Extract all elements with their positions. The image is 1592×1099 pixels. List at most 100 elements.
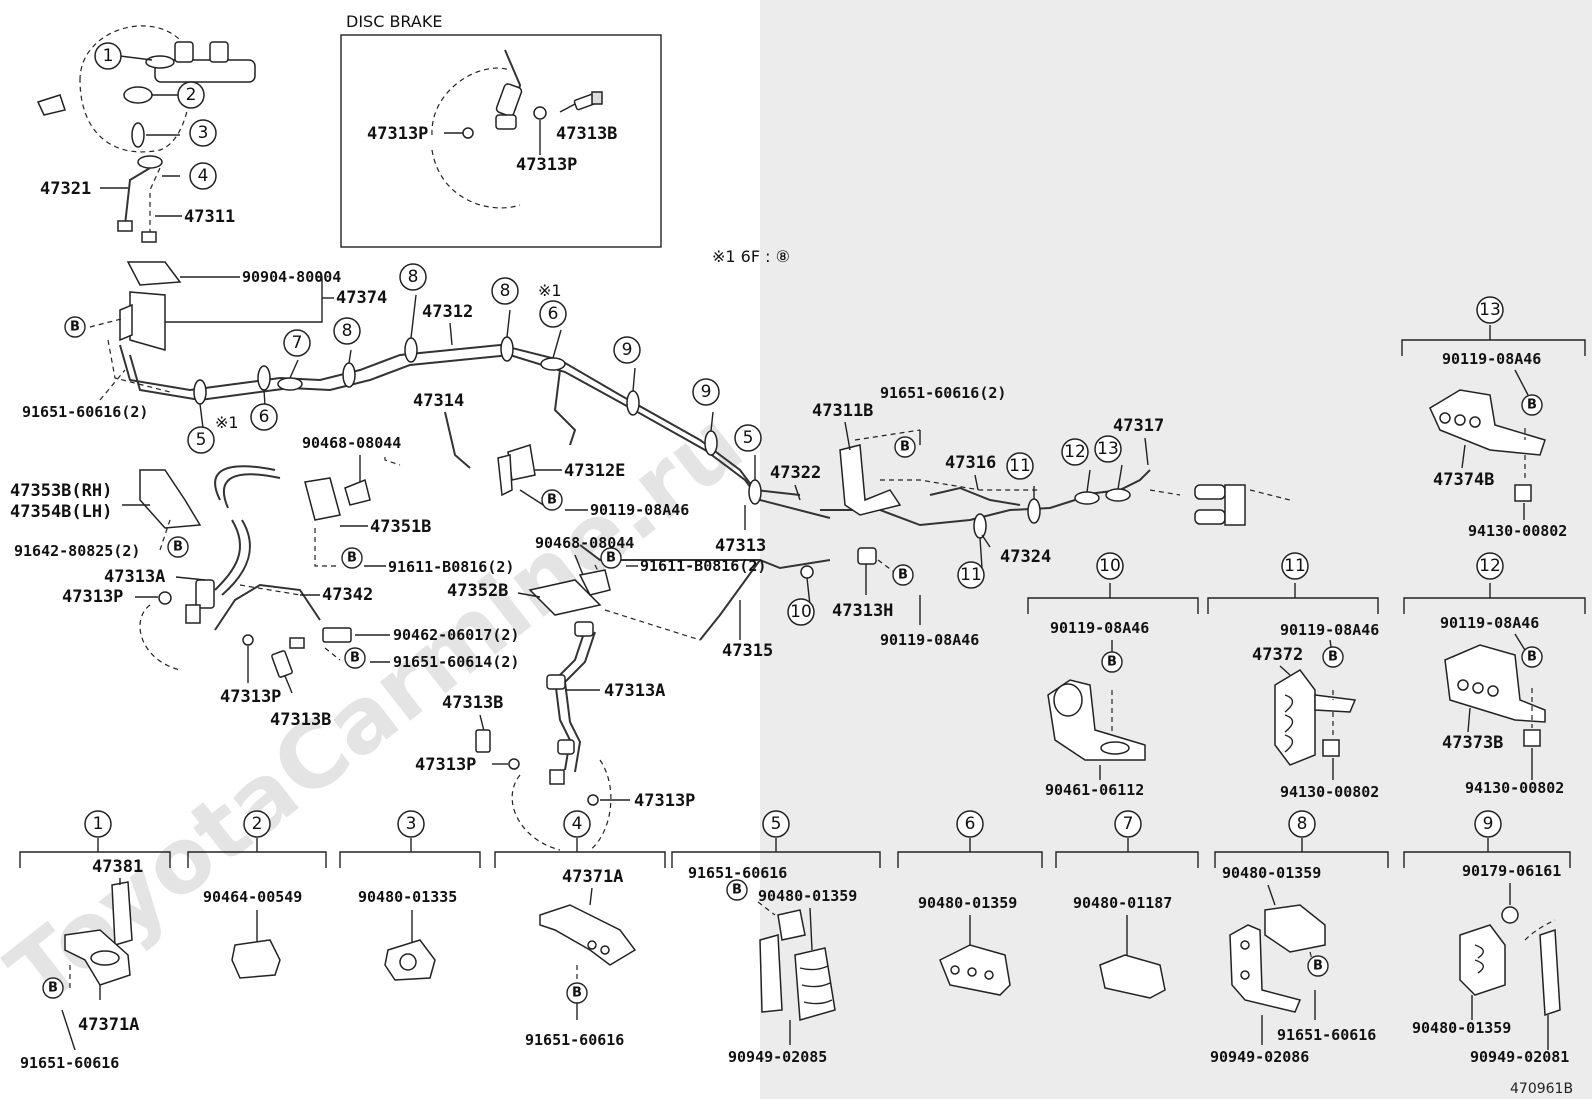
callout-circle: 9 <box>1474 810 1502 838</box>
part-label: 47313P <box>634 791 695 811</box>
section-bracket-4 <box>494 851 666 868</box>
part-label: 90119-08A46 <box>1440 614 1539 632</box>
part-label: 91651-60614(2) <box>393 653 519 671</box>
part-label: 90462-06017(2) <box>393 626 519 644</box>
callout-circle: 4 <box>563 810 591 838</box>
clamp-marker <box>404 337 418 363</box>
clamp-set-5-drawing <box>759 909 836 1021</box>
part-label: 47313 <box>715 536 766 556</box>
part-label: 47313P <box>220 687 281 707</box>
callout-circle: 1 <box>94 42 122 70</box>
callout-circle: 6 <box>956 810 984 838</box>
washer-part <box>158 591 172 605</box>
part-label: 90949-02086 <box>1210 1048 1309 1066</box>
callout-number: 8 <box>408 267 419 287</box>
callout-number: 4 <box>572 814 583 834</box>
clamp-marker <box>500 336 514 362</box>
bolt-mark: B <box>566 982 588 1004</box>
clip-47313h-drawing <box>857 547 877 595</box>
part-label: 47314 <box>413 391 464 411</box>
bracket-47312e-drawing <box>497 444 536 497</box>
part-label: 47313P <box>62 587 123 607</box>
clamp-marker <box>193 379 207 405</box>
part-label: 94130-00802 <box>1280 783 1379 801</box>
callout-circle: 1 <box>84 810 112 838</box>
part-label: 90904-80004 <box>242 268 341 286</box>
callout-number: 6 <box>259 407 270 427</box>
callout-circle: 5 <box>762 810 790 838</box>
bolt-mark: B <box>1521 394 1543 416</box>
callout-circle: 12 <box>1061 438 1089 466</box>
part-label: 91651-60616(2) <box>880 384 1006 402</box>
part-label: 91651-60616 <box>688 864 787 882</box>
part-label: 47372 <box>1252 645 1303 665</box>
part-label: 90464-00549 <box>203 888 302 906</box>
part-label: 47322 <box>770 463 821 483</box>
bolt-mark-letter: B <box>70 320 80 335</box>
part-label: 47313P <box>516 155 577 175</box>
part-label: 47313P <box>415 755 476 775</box>
section-bracket-3 <box>339 851 481 868</box>
part-label: 47374B <box>1433 470 1494 490</box>
bolt-mark-letter: B <box>48 981 58 996</box>
clamp-90480-01359-drawing <box>939 944 1011 996</box>
clamp-47371a-drawing <box>539 904 637 966</box>
clamp-marker <box>540 357 566 371</box>
part-label: 90480-01359 <box>918 894 1017 912</box>
section-bracket-1 <box>19 851 171 868</box>
part-label: 90119-08A46 <box>590 501 689 519</box>
washer-part <box>242 634 254 646</box>
part-label: 90480-01359 <box>758 887 857 905</box>
bolt-mark: B <box>726 879 748 901</box>
part-label: 94130-00802 <box>1465 779 1564 797</box>
callout-circle: 5 <box>187 426 215 454</box>
callout-number: 3 <box>198 123 209 143</box>
callout-number: 9 <box>701 382 712 402</box>
callout-number: 1 <box>93 814 104 834</box>
disc-brake-title: DISC BRAKE <box>346 12 442 31</box>
clamp-marker <box>1027 498 1041 524</box>
clamp-marker <box>1105 488 1131 502</box>
clip-90462-drawing <box>289 627 352 649</box>
union-bolt-part <box>475 729 491 753</box>
part-label: 47381 <box>92 857 143 877</box>
section-bracket-7 <box>1055 851 1199 868</box>
clamp-marker <box>257 365 271 391</box>
bolt-mark: B <box>541 489 563 511</box>
bracket-47351b-drawing <box>304 477 371 521</box>
bolt-mark: B <box>892 564 914 586</box>
callout-number: 8 <box>1297 814 1308 834</box>
disc-brake-inset-box <box>340 34 662 248</box>
callout-circle: 7 <box>1114 810 1142 838</box>
part-label: 47354B(LH) <box>10 502 112 522</box>
washer-part <box>587 794 599 806</box>
callout-number: 11 <box>1009 456 1031 476</box>
clamp-90480-01335-drawing <box>384 939 436 981</box>
shaded-background-panel <box>760 0 1592 1099</box>
part-label: 91651-60616(2) <box>22 403 148 421</box>
bolt-mark: B <box>1521 646 1543 668</box>
callout-circle: 3 <box>189 119 217 147</box>
part-label: 47311B <box>812 401 873 421</box>
clamp-marker <box>342 362 356 388</box>
callout-number: 1 <box>103 46 114 66</box>
callout-circle: 9 <box>692 378 720 406</box>
clamp-marker <box>748 479 762 505</box>
callout-number: 8 <box>342 321 353 341</box>
callout-circle: 11 <box>1281 552 1309 580</box>
callout-number: 11 <box>1284 556 1306 576</box>
part-label: 91651-60616 <box>20 1054 119 1072</box>
bolt-mark-letter: B <box>1527 398 1537 413</box>
part-label: 90179-06161 <box>1462 862 1561 880</box>
part-label: 90480-01359 <box>1412 1019 1511 1037</box>
part-label: 90119-08A46 <box>880 631 979 649</box>
callout-circle: 3 <box>397 810 425 838</box>
part-label: 47351B <box>370 517 431 537</box>
proportioning-valve-drawing <box>119 261 182 351</box>
bolt-mark: B <box>600 547 622 569</box>
clamp-marker <box>626 390 640 416</box>
bolt-mark: B <box>1322 646 1344 668</box>
bolt-mark-letter: B <box>572 986 582 1001</box>
bolt-mark-letter: B <box>606 551 616 566</box>
bolt-mark: B <box>42 977 64 999</box>
